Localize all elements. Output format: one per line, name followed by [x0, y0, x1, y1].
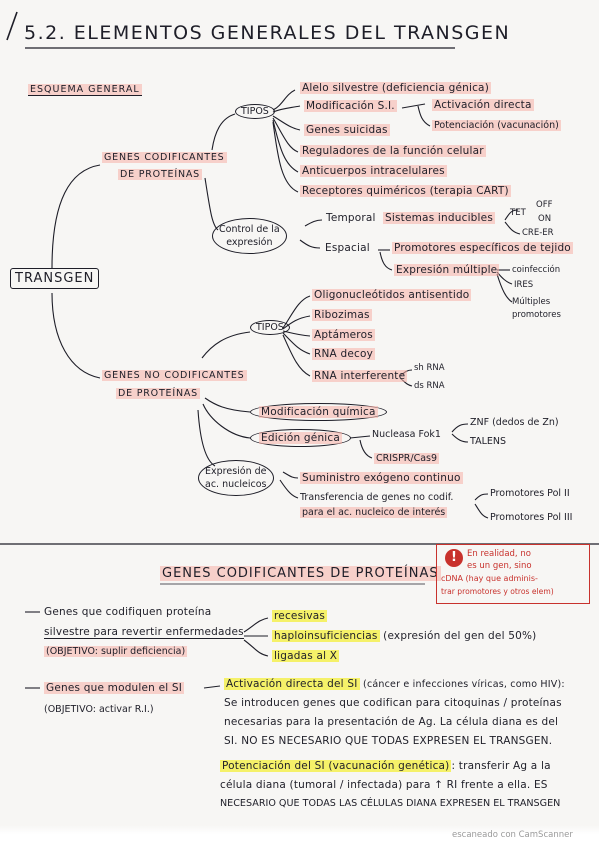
g1-item: ligadas al X [272, 650, 340, 662]
g2-pot-line: célula diana (tumoral / infectada) para … [220, 779, 548, 791]
edicion-genica: Edición génica [250, 429, 352, 447]
g1-line1: Genes que codifiquen proteína [44, 606, 212, 618]
sistemas-inducibles: Sistemas inducibles [383, 212, 495, 224]
tipos-item: Anticuerpos intracelulares [300, 165, 447, 177]
mod-sub-item: Potenciación (vacunación) [432, 120, 561, 131]
note-line: trar promotores y otros elem) [441, 587, 554, 596]
note-line: cDNA (hay que adminis- [441, 574, 538, 583]
coinfeccion: coinfección [512, 265, 561, 275]
transferencia-1: Transferencia de genes no codif. [300, 492, 454, 503]
shrna: sh RNA [414, 363, 445, 373]
tet-label: TET [510, 208, 526, 218]
modificacion-quimica: Modificación química [250, 403, 387, 421]
nc-tipos-item: RNA decoy [312, 348, 376, 360]
ires: IRES [514, 280, 534, 290]
coding-label-1: GENES CODIFICANTES [102, 152, 227, 163]
g1-line2: silvestre para revertir enfermedades [44, 626, 244, 639]
multiples-promotores-2: promotores [512, 310, 561, 320]
tet-off: OFF [536, 200, 553, 210]
g2-act-title: Activación directa del SI (cáncer e infe… [224, 678, 565, 690]
espacial-label: Espacial [325, 242, 370, 254]
note-box: ! En realidad, no es un gen, sino cDNA (… [436, 544, 590, 604]
multiples-promotores-1: Múltiples [512, 297, 551, 307]
g1-item: recesivas [272, 610, 328, 622]
coding-label-2: DE PROTEÍNAS [118, 169, 202, 180]
expresion-ac-nucleicos: Expresión de ac. nucleicos [198, 460, 274, 496]
g2-act-line: SI. NO ES NECESARIO QUE TODAS EXPRESEN E… [224, 735, 553, 747]
tet-on: ON [538, 214, 552, 224]
tipos-item: Receptores quiméricos (terapia CART) [300, 185, 511, 197]
crispr: CRISPR/Cas9 [374, 453, 440, 464]
g2-pot-line: NECESARIO QUE TODAS LAS CÉLULAS DIANA EX… [220, 798, 561, 809]
nucleasa-fok1: Nucleasa Fok1 [372, 429, 441, 440]
note-line: es un gen, sino [467, 561, 532, 571]
g2-act-line: Se introducen genes que codifican para c… [224, 697, 562, 709]
note-line: En realidad, no [467, 549, 531, 559]
coding-tipos: TIPOS [235, 104, 275, 119]
nc-tipos-item: Aptámeros [312, 329, 375, 341]
noncoding-tipos: TIPOS [250, 320, 290, 335]
expresion-multiple: Expresión múltiple [394, 264, 500, 276]
tipos-item: Genes suicidas [304, 124, 390, 136]
promotores-pol2: Promotores Pol II [490, 488, 570, 499]
g2-pot-title: Potenciación del SI (vacunación genética… [220, 760, 551, 772]
promotores-pol3: Promotores Pol III [490, 512, 573, 523]
tipos-item: Alelo silvestre (deficiencia génica) [300, 82, 491, 94]
tipos-item: Modificación S.I. [304, 100, 397, 112]
section2-title: GENES CODIFICANTES DE PROTEÍNAS [160, 566, 441, 581]
scheme-title: ESQUEMA GENERAL [28, 84, 142, 96]
page-title: 5.2. ELEMENTOS GENERALES DEL TRANSGEN [24, 22, 511, 44]
temporal-label: Temporal [326, 212, 376, 224]
warning-icon: ! [445, 549, 463, 567]
g2-line1: Genes que modulen el SI [44, 682, 185, 694]
dsrna: ds RNA [414, 381, 445, 391]
transferencia-2: para el ac. nucleico de interés [300, 507, 448, 518]
watermark: escaneado con CamScanner [452, 830, 573, 840]
mod-sub-item: Activación directa [432, 99, 534, 111]
tipos-item: Reguladores de la función celular [300, 145, 486, 157]
suministro-exogeno: Suministro exógeno continuo [300, 472, 463, 484]
g2-objetivo: (OBJETIVO: activar R.I.) [44, 704, 154, 715]
g1-objetivo: (OBJETIVO: suplir deficiencia) [44, 646, 188, 657]
znf: ZNF (dedos de Zn) [470, 417, 559, 428]
promotores-especificos: Promotores específicos de tejido [392, 242, 573, 254]
nc-tipos-item: RNA interferente [312, 370, 408, 382]
g1-item: haploinsuficiencias (expresión del gen d… [272, 630, 537, 642]
noncoding-label-1: GENES NO CODIFICANTES [102, 370, 247, 381]
talens: TALENS [470, 436, 506, 447]
control-expresion: Control de la expresión [212, 218, 287, 254]
nc-tipos-item: Ribozimas [312, 309, 372, 321]
g2-act-line: necesarias para la presentación de Ag. L… [224, 716, 559, 728]
transgen-root: TRANSGEN [10, 268, 100, 289]
nc-tipos-item: Oligonucleótidos antisentido [312, 289, 472, 301]
noncoding-label-2: DE PROTEÍNAS [116, 388, 200, 399]
cre-er: CRE-ER [522, 228, 554, 238]
watermark-bar [0, 825, 599, 848]
